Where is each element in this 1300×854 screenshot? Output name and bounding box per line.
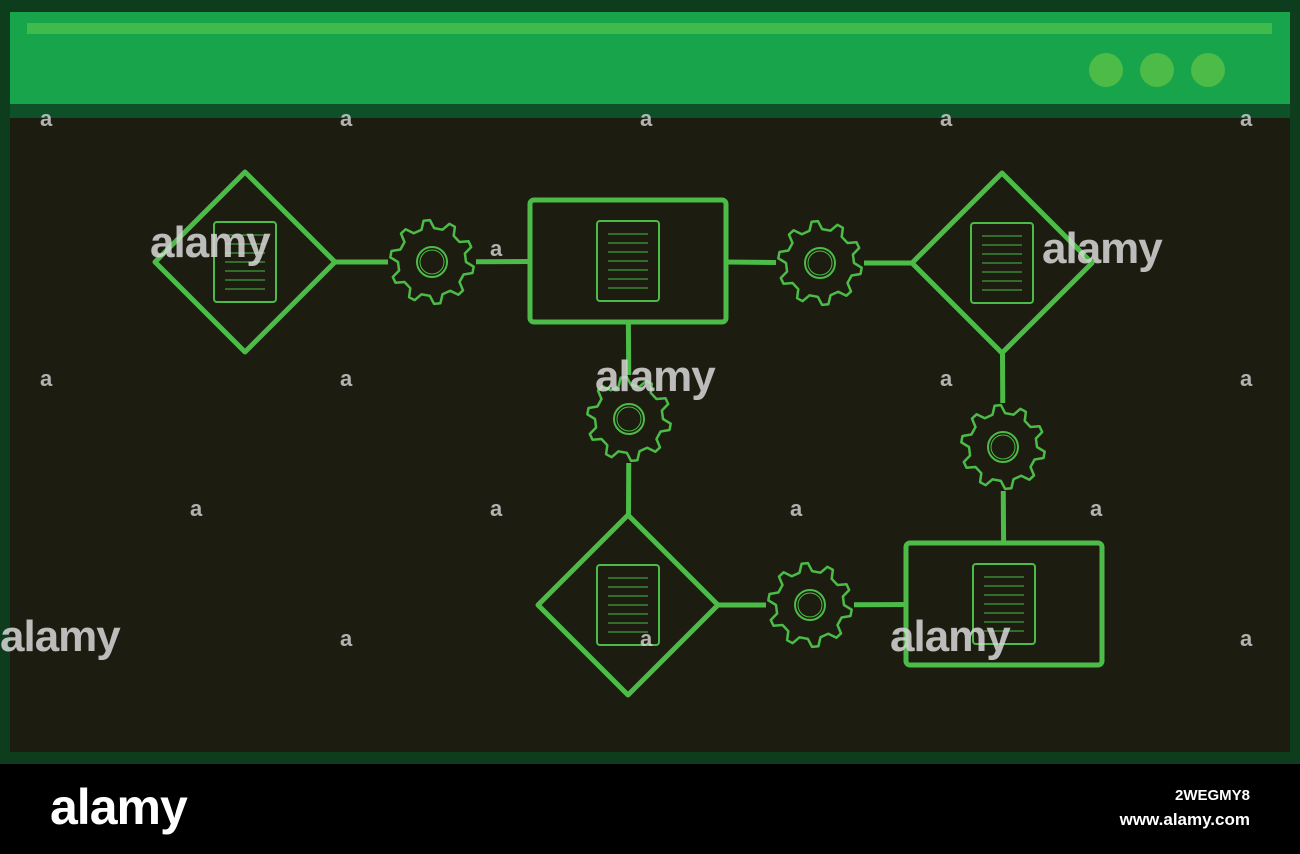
gear-outline bbox=[777, 219, 863, 307]
titlebar-divider bbox=[10, 104, 1290, 118]
app-window bbox=[10, 12, 1290, 752]
rectangle-node bbox=[527, 197, 729, 325]
footer-image-id: 2WEGMY8 bbox=[1174, 787, 1250, 804]
watermark-letter: a bbox=[340, 366, 353, 391]
gear-outline bbox=[960, 403, 1046, 491]
watermark-letter: a bbox=[40, 366, 53, 391]
watermark-text: alamy bbox=[0, 612, 121, 661]
diamond-node bbox=[152, 169, 338, 355]
watermark-letter: a bbox=[640, 106, 653, 131]
footer-logo: alamy bbox=[50, 779, 188, 835]
gear-hub-inner bbox=[797, 592, 823, 618]
diamond-shape bbox=[152, 169, 338, 355]
flowchart-diagram bbox=[152, 169, 1105, 698]
watermark-letter: a bbox=[1240, 626, 1253, 651]
watermark-letter: a bbox=[940, 106, 953, 131]
window-control-dot[interactable] bbox=[1140, 53, 1174, 87]
gear-outline bbox=[389, 218, 475, 306]
rectangle-node bbox=[903, 540, 1105, 668]
document-outline bbox=[972, 563, 1036, 645]
watermark-letter: a bbox=[1090, 496, 1103, 521]
gear-node bbox=[777, 219, 863, 307]
gear-icon bbox=[960, 403, 1046, 491]
document-outline bbox=[970, 222, 1034, 304]
watermark-text: alamy bbox=[150, 218, 271, 267]
gear-hub bbox=[987, 431, 1019, 463]
footer-url: www.alamy.com bbox=[1119, 810, 1250, 829]
document-icon bbox=[972, 563, 1036, 645]
watermark-letter: a bbox=[640, 626, 653, 651]
window-titlebar bbox=[10, 12, 1290, 104]
diamond-shape bbox=[535, 512, 721, 698]
connector-line bbox=[725, 259, 777, 266]
gear-hub-inner bbox=[616, 406, 642, 432]
gear-node bbox=[960, 403, 1046, 491]
gear-node bbox=[767, 561, 853, 649]
gear-hub-inner bbox=[990, 434, 1016, 460]
gear-icon bbox=[777, 219, 863, 307]
rectangle-shape bbox=[527, 197, 729, 325]
titlebar-address-line bbox=[27, 23, 1272, 34]
watermark-text: alamy bbox=[595, 352, 716, 401]
document-icon bbox=[213, 221, 277, 303]
rectangle-shape bbox=[903, 540, 1105, 668]
watermark-letter: a bbox=[190, 496, 203, 521]
gear-hub bbox=[613, 403, 645, 435]
watermark-letter: a bbox=[340, 626, 353, 651]
watermark-letter: a bbox=[790, 496, 803, 521]
watermark-letter: a bbox=[490, 236, 503, 261]
watermark-letter: a bbox=[490, 496, 503, 521]
watermark-letter: a bbox=[340, 106, 353, 131]
diamond-node bbox=[909, 170, 1095, 356]
gear-node bbox=[389, 218, 475, 306]
gear-outline bbox=[767, 561, 853, 649]
watermark-letter: a bbox=[1240, 366, 1253, 391]
watermark-letter: a bbox=[40, 106, 53, 131]
document-outline bbox=[596, 564, 660, 646]
watermark-letter: a bbox=[1240, 106, 1253, 131]
gear-icon bbox=[389, 218, 475, 306]
diamond-shape bbox=[909, 170, 1095, 356]
window-control-dot[interactable] bbox=[1191, 53, 1225, 87]
gear-icon bbox=[767, 561, 853, 649]
edges-group bbox=[335, 259, 1007, 608]
document-icon bbox=[596, 564, 660, 646]
document-icon bbox=[970, 222, 1034, 304]
gear-icon bbox=[586, 375, 672, 463]
gear-hub-inner bbox=[419, 249, 445, 275]
window-control-dot[interactable] bbox=[1089, 53, 1123, 87]
gear-hub bbox=[804, 247, 836, 279]
watermark-text: alamy bbox=[890, 612, 1011, 661]
document-outline bbox=[213, 221, 277, 303]
diagram-canvas bbox=[10, 118, 1290, 752]
document-outline bbox=[596, 220, 660, 302]
footer-bar bbox=[0, 764, 1300, 854]
document-icon bbox=[596, 220, 660, 302]
watermark-text: alamy bbox=[1042, 224, 1163, 273]
gear-node bbox=[586, 375, 672, 463]
gear-hub bbox=[416, 246, 448, 278]
gear-hub bbox=[794, 589, 826, 621]
watermark-letter: a bbox=[940, 366, 953, 391]
diamond-node bbox=[535, 512, 721, 698]
gear-hub-inner bbox=[807, 250, 833, 276]
gear-outline bbox=[586, 375, 672, 463]
